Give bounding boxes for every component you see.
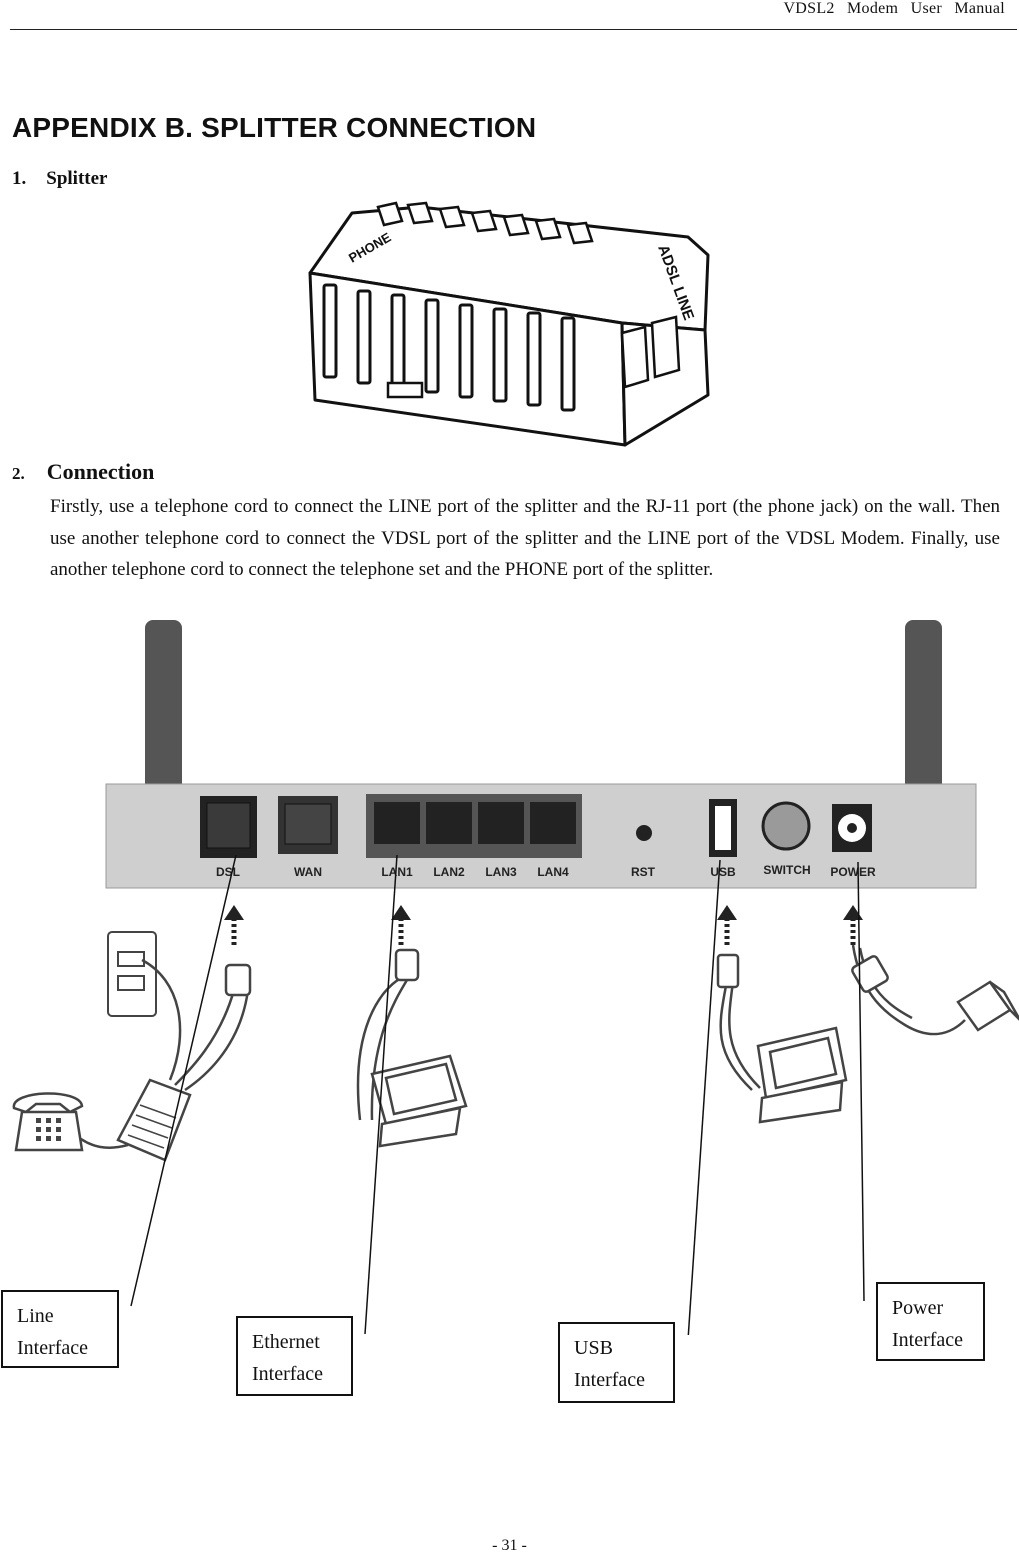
power-port	[832, 804, 872, 852]
lan-ports	[366, 794, 582, 858]
running-header: VDSL2 Modem User Manual	[783, 0, 1005, 17]
rst-button	[636, 825, 652, 841]
port-label-lan2: LAN2	[433, 865, 465, 879]
callout-text: USB	[574, 1337, 613, 1359]
computer-icon-ethernet	[370, 1054, 468, 1148]
section-heading-connection: 2. Connection	[12, 459, 154, 485]
wall-jack-icon	[107, 931, 157, 1017]
power-adapter-icon	[956, 980, 1019, 1032]
port-label-lan1: LAN1	[381, 865, 413, 879]
header-rule	[10, 29, 1017, 30]
splitter-illustration: PHONE ADSL LINE	[308, 201, 710, 447]
port-label-dsl: DSL	[216, 865, 240, 879]
section-number: 2.	[12, 464, 25, 483]
section-title: Connection	[46, 459, 155, 484]
port-label-switch: SWITCH	[763, 863, 810, 877]
callout-text: Power	[892, 1297, 944, 1319]
callout-text: Interface	[574, 1369, 646, 1391]
port-label-wan: WAN	[294, 865, 322, 879]
page-number: - 31 -	[492, 1537, 527, 1554]
port-label-usb: USB	[710, 865, 736, 879]
callout-line-interface: Line Interface	[1, 1290, 119, 1368]
callout-text: Ethernet	[252, 1331, 320, 1353]
section-title: Splitter	[46, 168, 108, 189]
callout-text: Interface	[17, 1337, 89, 1359]
port-label-power: POWER	[830, 865, 876, 879]
dsl-port	[200, 796, 257, 858]
switch-button	[761, 801, 811, 851]
callout-text: Interface	[892, 1329, 964, 1351]
usb-port	[709, 799, 737, 857]
callout-usb-interface: USB Interface	[558, 1322, 675, 1403]
callout-ethernet-interface: Ethernet Interface	[236, 1316, 353, 1396]
port-label-lan4: LAN4	[537, 865, 569, 879]
port-label-rst: RST	[631, 865, 656, 879]
section-number: 1.	[12, 168, 27, 189]
callout-text: Interface	[252, 1363, 324, 1385]
appendix-title: APPENDIX B. SPLITTER CONNECTION	[12, 112, 537, 143]
computer-icon-usb	[756, 1026, 848, 1124]
connection-diagram: DSL WAN LAN1 LAN2 LAN3 LAN4 RST USB SWIT…	[12, 620, 1019, 1335]
section-heading-splitter: 1. Splitter	[12, 168, 107, 190]
callout-power-interface: Power Interface	[876, 1282, 985, 1361]
wan-port	[278, 796, 338, 854]
splitter-small-icon	[116, 1078, 192, 1162]
port-label-lan3: LAN3	[485, 865, 517, 879]
callout-text: Line	[17, 1305, 54, 1327]
connection-instructions: Firstly, use a telephone cord to connect…	[50, 496, 1000, 580]
